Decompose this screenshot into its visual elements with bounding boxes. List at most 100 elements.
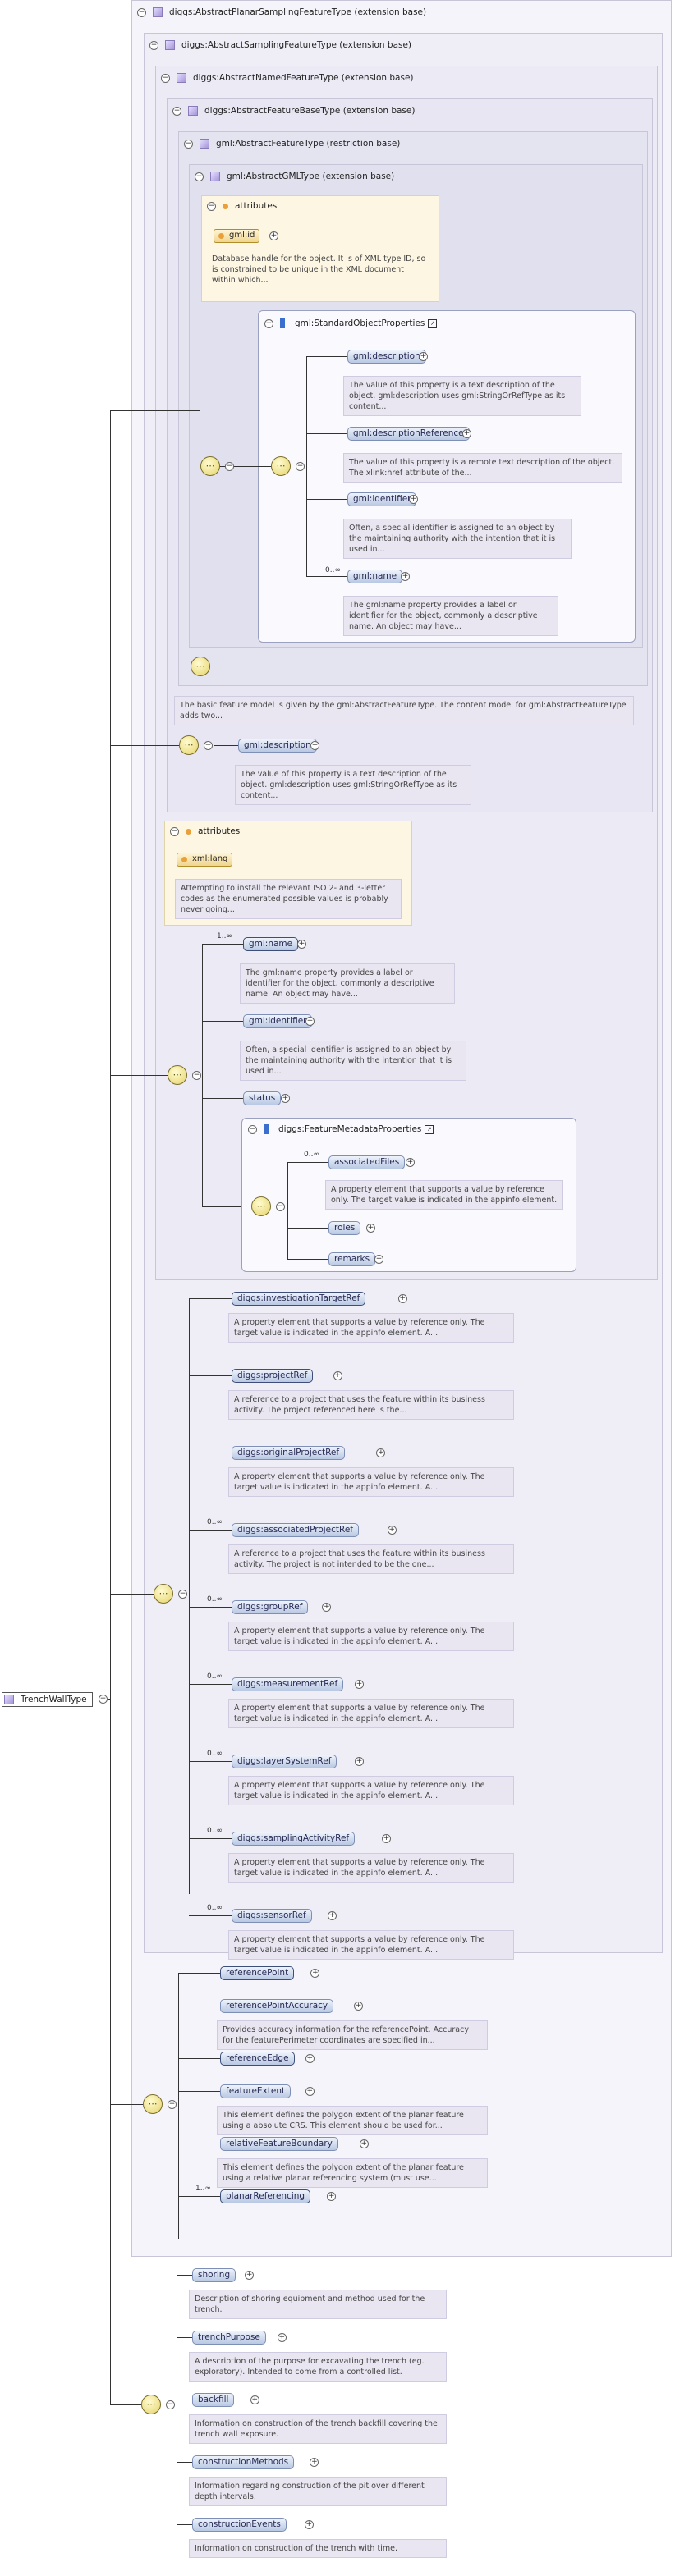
collapse-toggle[interactable]: −: [207, 201, 216, 211]
roles-element[interactable]: roles: [328, 1221, 361, 1235]
schema-element[interactable]: backfill: [192, 2393, 235, 2407]
sequence-compositor-icon[interactable]: ⋯: [191, 657, 210, 676]
gml-name-element[interactable]: gml:name: [243, 937, 299, 951]
schema-element[interactable]: constructionEvents: [192, 2518, 287, 2532]
schema-element[interactable]: planarReferencing: [220, 2189, 311, 2203]
gml-description-element[interactable]: gml:description: [347, 350, 426, 364]
schema-element[interactable]: diggs:sensorRef: [232, 1909, 312, 1923]
collapse-toggle[interactable]: −: [172, 106, 181, 116]
sequence-compositor-icon[interactable]: ⋯: [141, 2395, 161, 2414]
associatedfiles-element[interactable]: associatedFiles: [328, 1155, 406, 1169]
sequence-compositor-icon[interactable]: ⋯: [271, 456, 291, 476]
gml-id-attribute[interactable]: gml:id: [214, 229, 260, 243]
collapse-toggle[interactable]: −: [248, 1124, 257, 1134]
expand-icon[interactable]: −: [296, 462, 305, 471]
expand-icon[interactable]: +: [409, 495, 418, 504]
expand-icon[interactable]: +: [355, 1757, 364, 1766]
sequence-compositor-icon[interactable]: ⋯: [154, 1584, 173, 1604]
sequence-compositor-icon[interactable]: ⋯: [200, 456, 220, 476]
root-element[interactable]: TrenchWallType: [2, 1692, 93, 1707]
expand-icon[interactable]: −: [166, 2400, 175, 2409]
expand-icon[interactable]: +: [245, 2271, 255, 2280]
collapse-toggle[interactable]: −: [149, 40, 158, 50]
element-label: associatedFiles: [334, 1157, 400, 1167]
schema-element[interactable]: featureExtent: [220, 2084, 292, 2098]
expand-icon[interactable]: +: [310, 741, 319, 750]
expand-icon[interactable]: +: [305, 2087, 315, 2096]
expand-icon[interactable]: +: [304, 2520, 314, 2529]
sequence-compositor-icon[interactable]: ⋯: [143, 2094, 163, 2114]
expand-icon[interactable]: +: [333, 1371, 342, 1380]
schema-element[interactable]: referencePointAccuracy: [220, 1999, 334, 2013]
schema-element[interactable]: diggs:projectRef: [232, 1369, 314, 1383]
expand-icon[interactable]: +: [387, 1526, 397, 1535]
expand-icon[interactable]: +: [310, 1969, 320, 1978]
expand-icon[interactable]: +: [354, 2002, 364, 2011]
expand-icon[interactable]: +: [366, 1224, 375, 1233]
gml-name-element[interactable]: gml:name: [347, 570, 403, 583]
schema-element[interactable]: diggs:investigationTargetRef: [232, 1292, 366, 1306]
expand-icon[interactable]: +: [327, 2192, 337, 2201]
expand-icon[interactable]: −: [192, 1071, 201, 1080]
element-label: gml:identifier: [353, 494, 411, 504]
expand-icon[interactable]: −: [204, 741, 213, 750]
expand-icon[interactable]: +: [269, 231, 278, 240]
expand-icon[interactable]: +: [376, 1448, 386, 1457]
element-label: gml:name: [353, 571, 397, 581]
expand-icon[interactable]: +: [359, 2139, 369, 2148]
xml-lang-attribute[interactable]: xml:lang: [177, 853, 233, 867]
feature-metadata-header: − diggs:FeatureMetadataProperties ↗: [248, 1124, 434, 1134]
gml-identifier-element[interactable]: gml:identifier: [243, 1014, 313, 1028]
expand-icon[interactable]: −: [178, 1590, 187, 1599]
expand-icon[interactable]: +: [310, 2458, 319, 2467]
featurebase-description-element[interactable]: gml:description: [238, 739, 317, 753]
expand-icon[interactable]: +: [281, 1094, 290, 1103]
schema-element[interactable]: diggs:samplingActivityRef: [232, 1832, 356, 1846]
expand-icon[interactable]: −: [276, 1202, 285, 1211]
expand-icon[interactable]: +: [328, 1911, 337, 1920]
sequence-compositor-icon[interactable]: ⋯: [251, 1196, 271, 1216]
expand-icon[interactable]: −: [168, 2100, 177, 2109]
complex-type-icon: [200, 139, 209, 149]
remarks-element[interactable]: remarks: [328, 1252, 376, 1266]
status-element[interactable]: status: [243, 1091, 282, 1105]
expand-icon[interactable]: +: [322, 1603, 332, 1612]
expand-icon[interactable]: +: [462, 429, 471, 438]
collapse-toggle[interactable]: −: [195, 172, 204, 181]
expand-icon[interactable]: +: [277, 2333, 287, 2342]
schema-element[interactable]: diggs:measurementRef: [232, 1677, 344, 1691]
expand-icon[interactable]: +: [355, 1680, 364, 1689]
schema-element[interactable]: diggs:associatedProjectRef: [232, 1523, 359, 1537]
collapse-toggle[interactable]: −: [184, 139, 193, 149]
expand-icon[interactable]: +: [406, 1158, 415, 1167]
schema-element[interactable]: constructionMethods: [192, 2455, 295, 2469]
schema-element[interactable]: diggs:originalProjectRef: [232, 1446, 346, 1460]
expand-icon[interactable]: +: [401, 572, 410, 581]
expand-icon[interactable]: +: [374, 1255, 383, 1264]
sequence-compositor-icon[interactable]: ⋯: [168, 1065, 187, 1085]
expand-icon[interactable]: +: [397, 1294, 407, 1303]
expand-icon[interactable]: +: [419, 352, 428, 361]
expand-icon[interactable]: +: [382, 1834, 391, 1843]
expand-icon[interactable]: +: [305, 1017, 315, 1026]
schema-element[interactable]: shoring: [192, 2268, 236, 2282]
collapse-toggle[interactable]: −: [161, 73, 170, 83]
schema-element[interactable]: diggs:groupRef: [232, 1600, 309, 1614]
collapse-toggle[interactable]: −: [264, 318, 273, 328]
schema-element[interactable]: relativeFeatureBoundary: [220, 2137, 338, 2151]
expand-icon[interactable]: +: [297, 940, 306, 949]
sequence-compositor-icon[interactable]: ⋯: [179, 735, 199, 755]
element-label: gml:description: [353, 351, 420, 361]
expand-icon[interactable]: −: [99, 1695, 108, 1704]
schema-element[interactable]: trenchPurpose: [192, 2331, 266, 2345]
gml-identifier-element[interactable]: gml:identifier: [347, 492, 417, 506]
collapse-toggle[interactable]: −: [170, 826, 179, 836]
expand-icon[interactable]: +: [250, 2395, 259, 2404]
gml-descriptionreference-element[interactable]: gml:descriptionReference: [347, 427, 470, 441]
schema-element[interactable]: referenceEdge: [220, 2052, 295, 2066]
expand-icon[interactable]: +: [305, 2054, 315, 2063]
schema-element[interactable]: referencePoint: [220, 1966, 295, 1980]
schema-element[interactable]: diggs:layerSystemRef: [232, 1755, 338, 1768]
expand-icon[interactable]: −: [225, 462, 234, 471]
collapse-toggle[interactable]: −: [137, 7, 146, 17]
